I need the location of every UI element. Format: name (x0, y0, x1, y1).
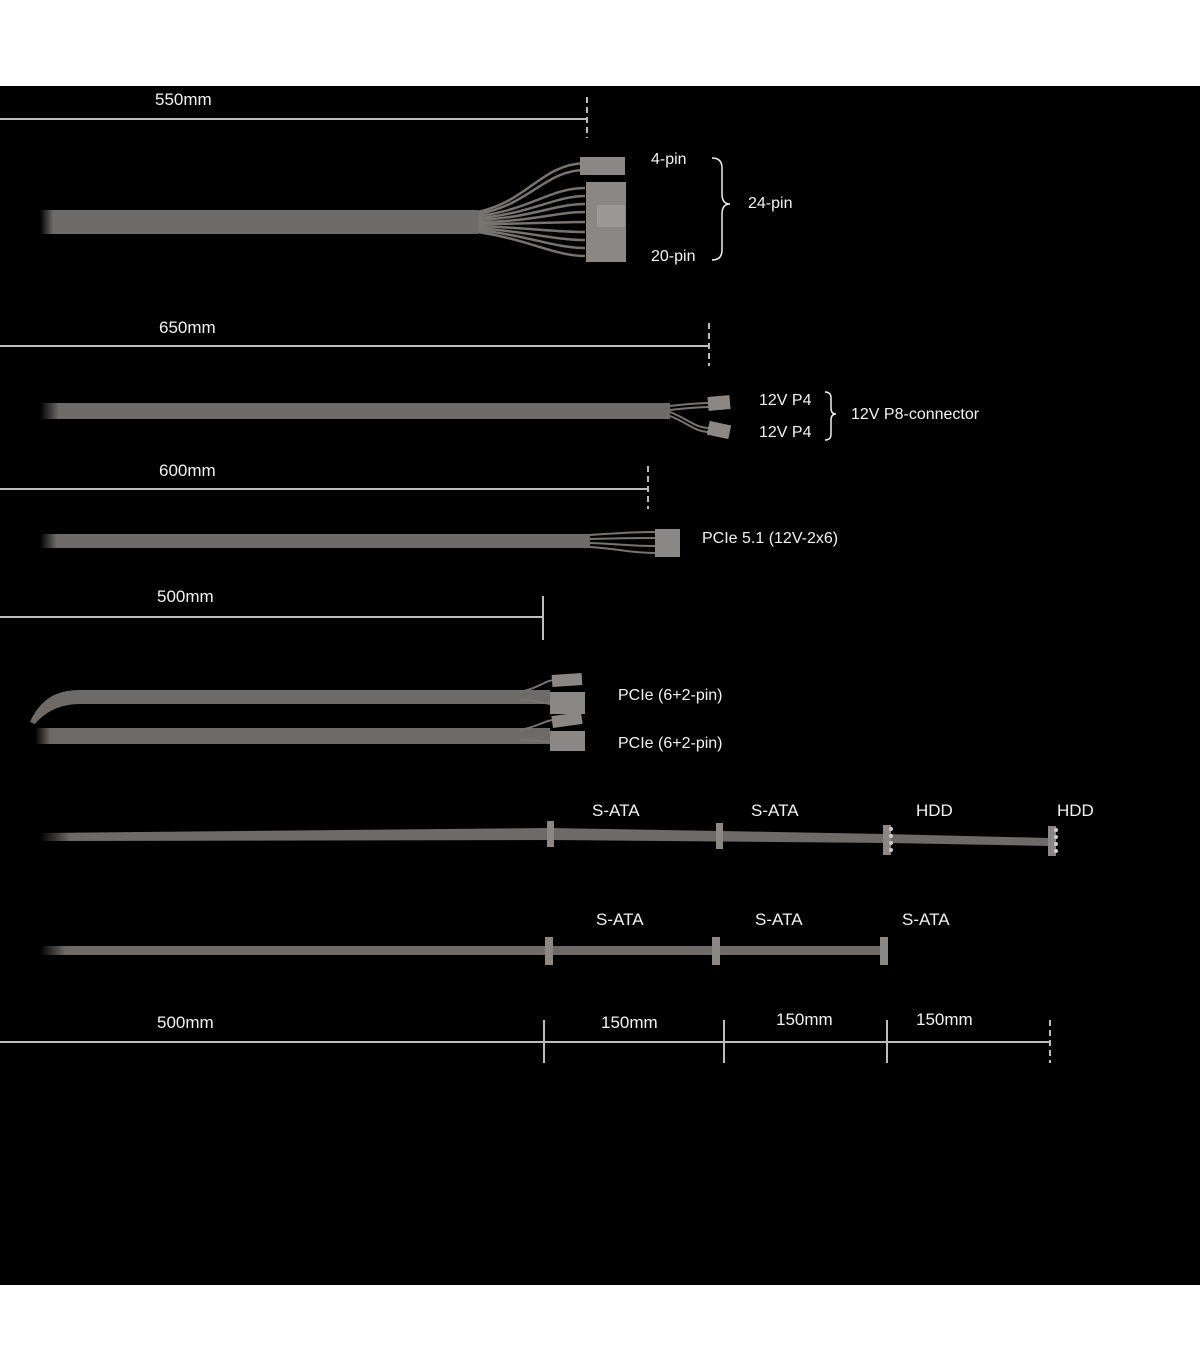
connector-label: S-ATA (902, 910, 950, 929)
connector-label: S-ATA (592, 801, 640, 820)
connector-2pin (551, 711, 583, 729)
connector-2pin (551, 672, 583, 688)
connector-sata (547, 821, 554, 847)
length-label: 600mm (159, 461, 216, 480)
cable-diagram: 550mm 4-pin 20-pin 24-pin 650mm 12V P4 1… (0, 86, 1200, 1285)
connector-4pin (580, 157, 625, 175)
group-label: 24-pin (748, 195, 793, 212)
connector-molex (883, 825, 891, 855)
connector-sata (545, 937, 553, 965)
cable-sata (40, 937, 888, 965)
cable-atx-24pin (40, 157, 626, 262)
length-label: 500mm (157, 1013, 214, 1032)
connector-label: PCIe 5.1 (12V-2x6) (702, 530, 839, 547)
cable-pcie-6-2 (30, 672, 585, 751)
length-label: 500mm (157, 587, 214, 606)
connector-label: S-ATA (596, 910, 644, 929)
connector-label: PCIe (6+2-pin) (618, 687, 723, 704)
connector-molex (1048, 826, 1056, 856)
length-label: 150mm (916, 1010, 973, 1029)
connector-label: PCIe (6+2-pin) (618, 735, 723, 752)
length-label: 550mm (155, 90, 212, 109)
cable-sata-hdd (40, 821, 1058, 856)
connector-label: S-ATA (751, 801, 799, 820)
connector-12v-2x6 (655, 529, 680, 557)
group-label: 12V P8-connector (851, 406, 980, 423)
connector-label: HDD (1057, 801, 1094, 820)
connector-sata (716, 823, 723, 849)
length-label: 150mm (776, 1010, 833, 1029)
cable-eps-12v (40, 395, 732, 440)
connector-6pin (550, 731, 585, 751)
connector-sata (880, 937, 888, 965)
length-label: 150mm (601, 1013, 658, 1032)
connector-label: 12V P4 (759, 424, 812, 441)
connector-sata (712, 937, 720, 965)
connector-label: HDD (916, 801, 953, 820)
connector-6pin (550, 692, 585, 714)
length-label: 650mm (159, 318, 216, 337)
brace-24pin (711, 157, 731, 261)
connector-p4 (706, 420, 732, 440)
connector-label: 12V P4 (759, 392, 812, 409)
cable-pcie-5-1 (40, 529, 680, 557)
connector-label: 4-pin (651, 151, 687, 168)
cable-drawing (0, 97, 1058, 1063)
connector-p4 (707, 395, 731, 411)
connector-label: 20-pin (651, 248, 696, 265)
brace-p8 (824, 391, 837, 441)
connector-label: S-ATA (755, 910, 803, 929)
